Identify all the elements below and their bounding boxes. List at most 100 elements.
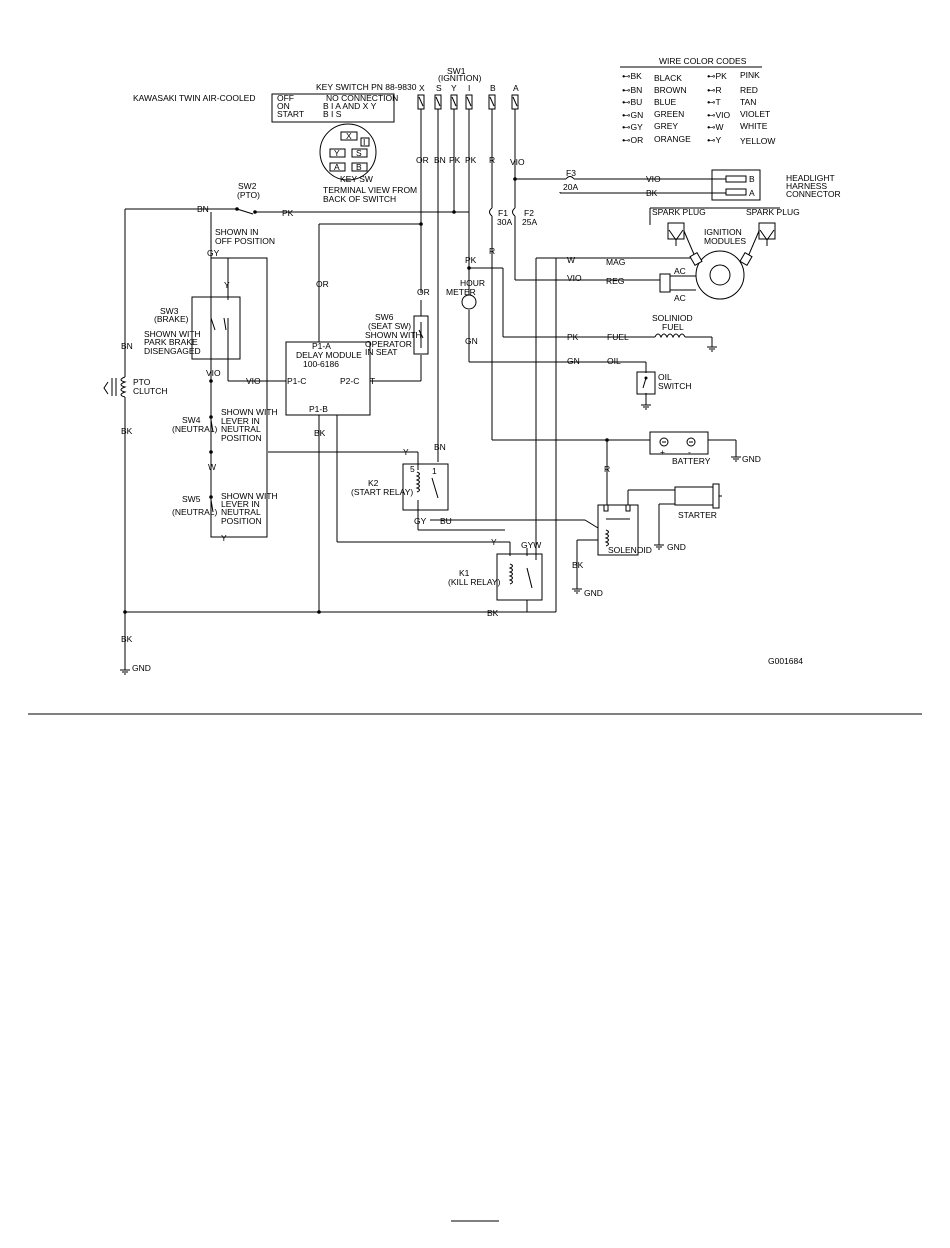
k2-label: K2: [368, 478, 379, 488]
sw6-subtitle: (SEAT SW): [368, 321, 411, 331]
wire-label-bn-left: BN: [121, 341, 133, 351]
wcc-name-pink: PINK: [740, 70, 760, 80]
sw2-note-2: OFF POSITION: [215, 236, 275, 246]
oil-switch: OIL OIL SWITCH: [607, 356, 692, 395]
wcc-name-yellow: YELLOW: [740, 136, 775, 146]
pto-clutch: PTO CLUTCH: [103, 376, 167, 398]
sw1-wire-pk1: PK: [449, 155, 461, 165]
sw5-note-4: POSITION: [221, 516, 262, 526]
pto-clutch-label-1: PTO: [133, 377, 151, 387]
wire-label-bk-gnd: BK: [121, 634, 133, 644]
kst-s: S: [356, 148, 362, 158]
wire-labels: BN PK GY Y BN VIO VIO BK W Y OR OR T BK …: [121, 204, 610, 644]
wcc-name-brown: BROWN: [654, 85, 687, 95]
sw1-pin-x: X: [419, 83, 425, 93]
wire-label-gn-oil: GN: [567, 356, 580, 366]
ignition-modules-label-2: MODULES: [704, 236, 746, 246]
drawing-number: G001684: [768, 656, 803, 666]
wire-label-or-sw6: OR: [417, 287, 430, 297]
gnd-battery-label: GND: [742, 454, 761, 464]
wire-label-gn-meter: GN: [465, 336, 478, 346]
sw3-title: SW3: [160, 306, 179, 316]
wire-label-y-sw3: Y: [224, 280, 230, 290]
oil-switch-label-2: SWITCH: [658, 381, 692, 391]
spark-plug-right-label: SPARK PLUG: [746, 207, 800, 217]
wire-label-gyw: GYW: [521, 540, 541, 550]
ac-label-bottom: AC: [674, 293, 686, 303]
sw2-note-1: SHOWN IN: [215, 227, 258, 237]
k2-pin-5: 5: [410, 464, 415, 474]
engine-label: KAWASAKI TWIN AIR-COOLED: [133, 93, 255, 103]
delay-module: P1-A DELAY MODULE 100-6186 P1-C P2-C P1-…: [285, 341, 371, 416]
sw1-wire-pk2: PK: [465, 155, 477, 165]
wcc-code-bn: ⊷BN: [622, 85, 642, 95]
delay-title: DELAY MODULE: [296, 350, 362, 360]
wcc-code-gy: ⊷GY: [622, 122, 643, 132]
sw1-pin-y: Y: [451, 83, 457, 93]
sw1-ignition: SW1 (IGNITION) X S Y I B A OR BN PK PK R…: [416, 66, 525, 167]
wcc-code-y: ⊷Y: [707, 135, 722, 145]
ignition-system: SPARK PLUG SPARK PLUG IGNITION MODULES A…: [606, 207, 800, 303]
reg-label: REG: [606, 276, 624, 286]
gnd-starter-label: GND: [667, 542, 686, 552]
sw1-pin-i: I: [468, 83, 470, 93]
sw4-note-4: POSITION: [221, 433, 262, 443]
hl-label-3: CONNECTOR: [786, 189, 841, 199]
wcc-code-bu: ⊷BU: [622, 97, 642, 107]
k2-start-relay: 5 1 K2 (START RELAY): [351, 463, 449, 511]
neutral-brake-switches: SW3 (BRAKE) SHOWN WITH PARK BRAKE DISENG…: [144, 257, 278, 538]
k1-label: K1: [459, 568, 470, 578]
delay-pin-p1a: P1-A: [312, 341, 331, 351]
wcc-code-gn: ⊷GN: [622, 110, 643, 120]
sw4-title: SW4: [182, 415, 201, 425]
wire-label-pk-fuel: PK: [567, 332, 579, 342]
f1-rating: 30A: [497, 217, 512, 227]
wcc-name-orange: ORANGE: [654, 134, 691, 144]
wcc-name-red: RED: [740, 85, 758, 95]
ks-state-on: ON: [277, 101, 290, 111]
ground-symbols: GND GND GND GND: [120, 346, 761, 675]
sw1-wire-vio: VIO: [510, 157, 525, 167]
oil-switch-label-1: OIL: [658, 372, 672, 382]
wcc-code-bk: ⊷BK: [622, 71, 642, 81]
wire-label-r-f1: R: [489, 246, 495, 256]
sw4-note-2: LEVER IN: [221, 416, 260, 426]
battery-label: BATTERY: [672, 456, 711, 466]
wire-label-t: T: [370, 376, 375, 386]
battery-pos: +: [660, 447, 665, 457]
ks-conn-start: B I S: [323, 109, 342, 119]
gnd-solenoid-label: GND: [584, 588, 603, 598]
gnd-solenoid-icon: [572, 588, 582, 594]
key-switch-terminal-view: X I Y S A B KEY SW TERMINAL VIEW FROM BA…: [319, 123, 417, 204]
wcc-name-violet: VIOLET: [740, 109, 770, 119]
wire-label-bk-delay: BK: [314, 428, 326, 438]
fuel-solenoid-label-2: FUEL: [662, 322, 684, 332]
sw4-subtitle: (NEUTRAL): [172, 424, 218, 434]
gnd-battery-icon: [731, 456, 741, 462]
sw3-subtitle: (BRAKE): [154, 314, 189, 324]
sw2-title: SW2: [238, 181, 257, 191]
hl-pin-b: B: [749, 174, 755, 184]
wcc-name-black: BLACK: [654, 73, 682, 83]
wcc-name-grey: GREY: [654, 121, 678, 131]
gnd-oil-icon: [641, 404, 651, 410]
key-switch-title: KEY SWITCH PN 88-9830: [316, 82, 417, 92]
wire-label-vio-sw3: VIO: [206, 368, 221, 378]
f3-rating: 20A: [563, 182, 578, 192]
f1-label: F1: [498, 208, 508, 218]
sw6-note-1: SHOWN WITH: [365, 330, 422, 340]
wire-label-gy: GY: [207, 248, 220, 258]
gnd-starter-icon: [654, 544, 664, 550]
wcc-code-or: ⊷OR: [622, 135, 643, 145]
fuse-labels: F3 20A F1 30A F2 25A: [497, 168, 578, 227]
spark-plug-left-icon: [667, 222, 685, 246]
battery-neg: -: [688, 447, 691, 457]
k2-sublabel: (START RELAY): [351, 487, 413, 497]
wcc-name-blue: BLUE: [654, 97, 677, 107]
hl-pin-a: A: [749, 188, 755, 198]
ks-conn-on: B I A AND X Y: [323, 101, 377, 111]
wire-label-vio-reg: VIO: [567, 273, 582, 283]
key-switch-table: KEY SWITCH PN 88-9830 OFF NO CONNECTION …: [271, 82, 417, 123]
wire-label-bk-bus: BK: [487, 608, 499, 618]
